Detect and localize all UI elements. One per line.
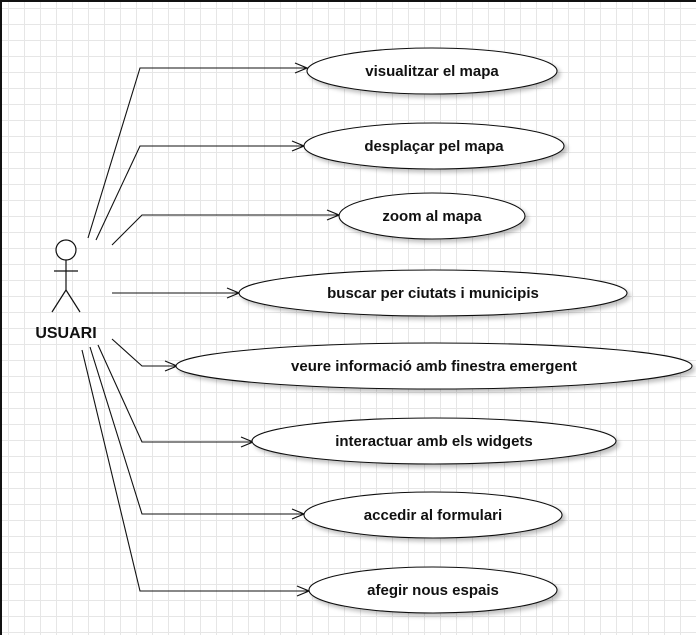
use-case-1: visualitzar el mapa [306, 47, 558, 95]
use-case-label: afegir nous espais [367, 582, 499, 599]
use-case-4: buscar per ciutats i municipis [238, 269, 628, 317]
connector-1 [87, 68, 307, 239]
use-case-3: zoom al mapa [338, 192, 526, 240]
use-case-label: buscar per ciutats i municipis [327, 285, 539, 302]
actor-head [55, 239, 77, 261]
connector-7 [89, 346, 304, 514]
connector-2 [95, 146, 304, 241]
use-case-label: desplaçar pel mapa [364, 138, 504, 155]
actor-label: USUARI [35, 325, 96, 342]
actor-right-leg [65, 289, 81, 313]
use-case-label: veure informació amb finestra emergent [291, 358, 577, 375]
actor-left-leg [51, 289, 67, 313]
connector-3 [111, 215, 339, 246]
use-case-label: zoom al mapa [382, 208, 482, 225]
use-case-6: interactuar amb els widgets [251, 417, 617, 465]
connector-6 [97, 344, 253, 442]
use-case-label: interactuar amb els widgets [335, 433, 533, 450]
use-case-8: afegir nous espais [308, 566, 558, 614]
actor-figure [51, 239, 81, 313]
connector-8 [81, 349, 309, 591]
use-case-5: veure informació amb finestra emergent [175, 342, 693, 390]
use-case-7: accedir al formulari [303, 491, 563, 539]
connector-5 [111, 338, 177, 366]
use-case-label: accedir al formulari [364, 507, 502, 524]
use-case-label: visualitzar el mapa [365, 63, 499, 80]
use-case-2: desplaçar pel mapa [303, 122, 565, 170]
